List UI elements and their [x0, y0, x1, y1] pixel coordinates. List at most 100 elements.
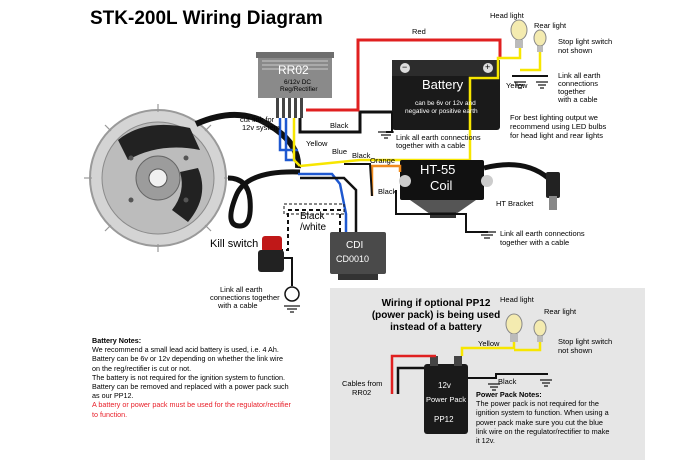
coil-body	[399, 160, 493, 218]
cables-from-label: Cables from	[342, 379, 383, 388]
power-pack-notes-line: power pack make sure you cut the blue	[476, 417, 603, 427]
spark-plug	[546, 172, 560, 210]
head-light-bulb	[510, 19, 528, 48]
black-cdi-label: Black	[352, 151, 371, 160]
blue-wire-label: Blue	[332, 147, 348, 156]
orange-wire-label: Orange	[370, 156, 396, 165]
blue-cdi-wire	[298, 172, 348, 232]
power-pack-notes-line: link wire on the regulator/rectifier to …	[476, 426, 610, 436]
battery-notes-line: We recommend a small lead acid battery i…	[92, 345, 279, 355]
battery-earth-wire	[386, 112, 393, 133]
earth-coil-label-2: together with a cable	[500, 238, 570, 247]
black-white-loop	[283, 203, 345, 215]
blue-link-wire	[278, 118, 298, 152]
stator-plate	[84, 104, 232, 252]
regulator-spec-2: Reg/Rectifier	[280, 86, 318, 93]
earth-lights-label-2: connections	[558, 79, 599, 88]
battery-plus: +	[485, 62, 491, 72]
stop-switch-label: Stop light switch	[558, 37, 613, 46]
cdi-model: CD0010	[336, 254, 370, 264]
regulator-spec: 6/12v DC	[284, 79, 312, 86]
power-pack-notes-line: it 12v.	[476, 436, 495, 446]
head-light-label: Head light	[490, 11, 524, 20]
battery-body	[392, 60, 500, 130]
blue-link-wire-2	[284, 118, 296, 162]
coil-name-2: Coil	[430, 178, 453, 193]
yellow-lights-wire	[299, 46, 522, 168]
battery-note: can be 6v or 12v and	[415, 100, 476, 107]
led-note-2: recommend using LED bulbs	[510, 122, 607, 131]
battery-notes-line: on the reg/rectifier is cut or not.	[92, 363, 192, 373]
battery-notes: Battery Notes: We recommend a small lead…	[92, 336, 307, 419]
kill-earth-ring	[284, 286, 300, 302]
cut-link-label-2: 12v system	[242, 123, 280, 132]
black-white-label-2: /white	[300, 222, 327, 233]
yellow-wire-label: Yellow	[306, 139, 328, 148]
inset-yellow-label: Yellow	[478, 339, 500, 348]
black-cdi-wire	[300, 176, 358, 232]
power-pack-notes: Power Pack Notes: The power pack is not …	[476, 390, 626, 445]
power-pack-name: Power Pack	[425, 395, 467, 404]
battery-notes-line: as our PP12.	[92, 391, 134, 401]
earth-lights-label-4: with a cable	[558, 95, 598, 104]
battery-notes-line: Battery can be removed and replaced with…	[92, 382, 289, 392]
battery-minus: −	[402, 62, 408, 72]
power-pack-notes-line: ignition system to function. When using …	[476, 408, 609, 418]
ht-lead	[483, 162, 550, 180]
kill-switch-label: Kill switch	[210, 238, 259, 250]
earth-lights-label: Link all earth	[558, 71, 601, 80]
battery-note-2: negative or positive earth	[405, 108, 478, 115]
red-wire	[306, 38, 502, 112]
kill-earth-wire	[284, 257, 293, 286]
black-reg-wire	[298, 110, 392, 134]
page-title: STK-200L Wiring Diagram	[90, 8, 323, 29]
power-pack-notes-line: The power pack is not required for the	[476, 399, 599, 409]
earth-kill-label-3: with a cable	[218, 301, 258, 310]
rear-light-bulb	[533, 29, 547, 52]
led-note-3: for head light and rear lights	[510, 131, 603, 140]
yellow-rear-wire	[520, 48, 542, 72]
inset-title-line: instead of a battery	[390, 322, 482, 333]
rear-light-label: Rear light	[534, 21, 567, 30]
earth-coil-label: Link all earth connections	[500, 229, 585, 238]
earth-kill-label-2: connections together	[210, 293, 280, 302]
kill-switch	[258, 236, 284, 272]
red-wire-label: Red	[412, 27, 426, 36]
inset-power-pack-wiring	[390, 313, 552, 434]
inset-panel	[330, 288, 645, 460]
battery-earth-symbol	[378, 131, 394, 139]
coil-earth-symbol	[478, 231, 496, 239]
cut-link-label: cut link for	[240, 115, 275, 124]
power-pack-body	[424, 364, 468, 434]
regulator-name: RR02	[278, 63, 309, 77]
inset-black-label: Black	[498, 377, 517, 386]
power-pack-notes-heading: Power Pack Notes:	[476, 390, 542, 399]
yellow-reg-wire	[292, 118, 301, 167]
power-pack-model: PP12	[434, 415, 454, 424]
inset-stop-switch-label-2: not shown	[558, 346, 593, 355]
power-pack-voltage: 12v	[438, 381, 451, 390]
black-reg-label: Black	[330, 121, 349, 130]
black-white-label: Black	[300, 211, 325, 222]
earth-battery-label: Link all earth connections	[396, 133, 481, 142]
inset-title-line: Wiring if optional PP12	[381, 298, 491, 309]
inset-title-line: (power pack) is being used	[371, 310, 501, 321]
battery-notes-line: Battery can be 6v or 12v depending on wh…	[92, 354, 283, 364]
coil-name: HT-55	[420, 162, 456, 177]
stop-switch-label-2: not shown	[558, 46, 593, 55]
yellow-rear-label: Yellow	[506, 81, 528, 90]
regulator-body	[256, 52, 334, 118]
inset-stop-switch-label: Stop light switch	[558, 337, 613, 346]
black-white-wire	[270, 209, 341, 251]
earth-lights-label-3: together	[558, 87, 586, 96]
earth-battery-label-2: together with a cable	[396, 141, 466, 150]
black-cdi-top	[344, 163, 373, 197]
battery-name: Battery	[422, 77, 464, 92]
ht-bracket-label: HT Bracket	[496, 199, 534, 208]
earth-kill-label: Link all earth	[220, 285, 263, 294]
battery-notes-warning: A battery or power pack must be used for…	[92, 400, 291, 410]
cdi-body	[330, 232, 386, 280]
lights-earth-symbol	[514, 81, 548, 89]
